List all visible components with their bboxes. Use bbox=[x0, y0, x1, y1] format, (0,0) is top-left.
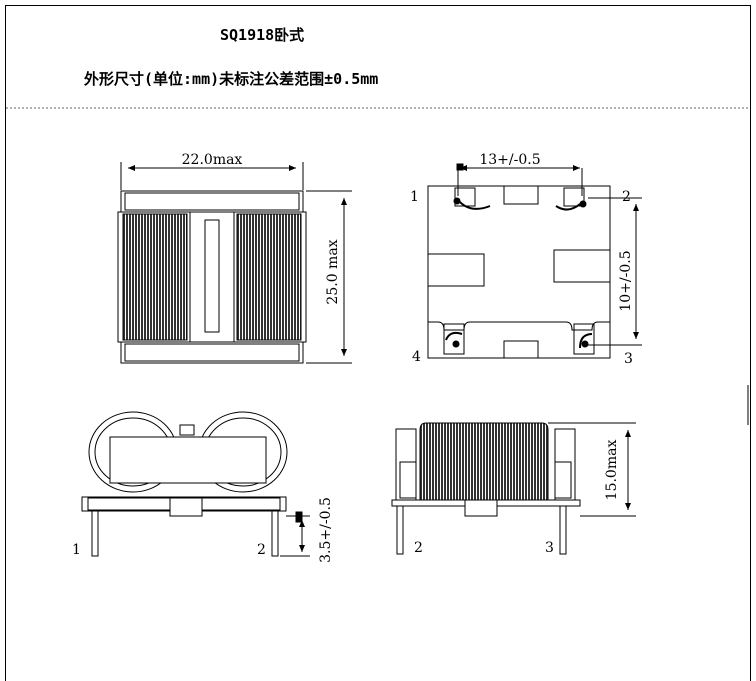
lead-length-label: 3.5+/-0.5 bbox=[318, 497, 334, 563]
pin-label-3: 3 bbox=[624, 351, 633, 367]
top-height-dimension bbox=[306, 190, 352, 364]
top-width-label: 22.0max bbox=[182, 152, 243, 168]
lead-length-dimension bbox=[280, 511, 310, 557]
top-width-dimension bbox=[120, 162, 304, 190]
page-title: SQ1918卧式 bbox=[220, 26, 305, 44]
pin-spacing-y-dimension bbox=[588, 197, 642, 346]
side-height-dimension bbox=[548, 422, 636, 517]
side-view bbox=[391, 422, 581, 555]
pin-spacing-y-label: 10+/-0.5 bbox=[618, 250, 634, 311]
pin-label-1: 1 bbox=[410, 189, 419, 205]
front-pin-label-1: 1 bbox=[72, 542, 81, 558]
pin-label-4: 4 bbox=[412, 349, 421, 365]
side-height-label: 15.0max bbox=[604, 440, 620, 501]
pin-label-2: 2 bbox=[622, 189, 631, 205]
pin-spacing-x-label: 13+/-0.5 bbox=[479, 152, 540, 168]
front-view bbox=[81, 411, 288, 557]
top-view bbox=[117, 190, 307, 364]
front-pin-label-2: 2 bbox=[257, 542, 266, 558]
side-pin-label-3: 3 bbox=[545, 540, 554, 556]
sheet-border bbox=[5, 5, 751, 681]
side-pin-label-2: 2 bbox=[414, 540, 423, 556]
top-height-label: 25.0 max bbox=[325, 239, 341, 304]
pin-view bbox=[427, 185, 611, 359]
pin-spacing-x-dimension bbox=[456, 163, 583, 196]
tolerance-note: 外形尺寸(单位:mm)未标注公差范围±0.5mm bbox=[84, 70, 379, 88]
